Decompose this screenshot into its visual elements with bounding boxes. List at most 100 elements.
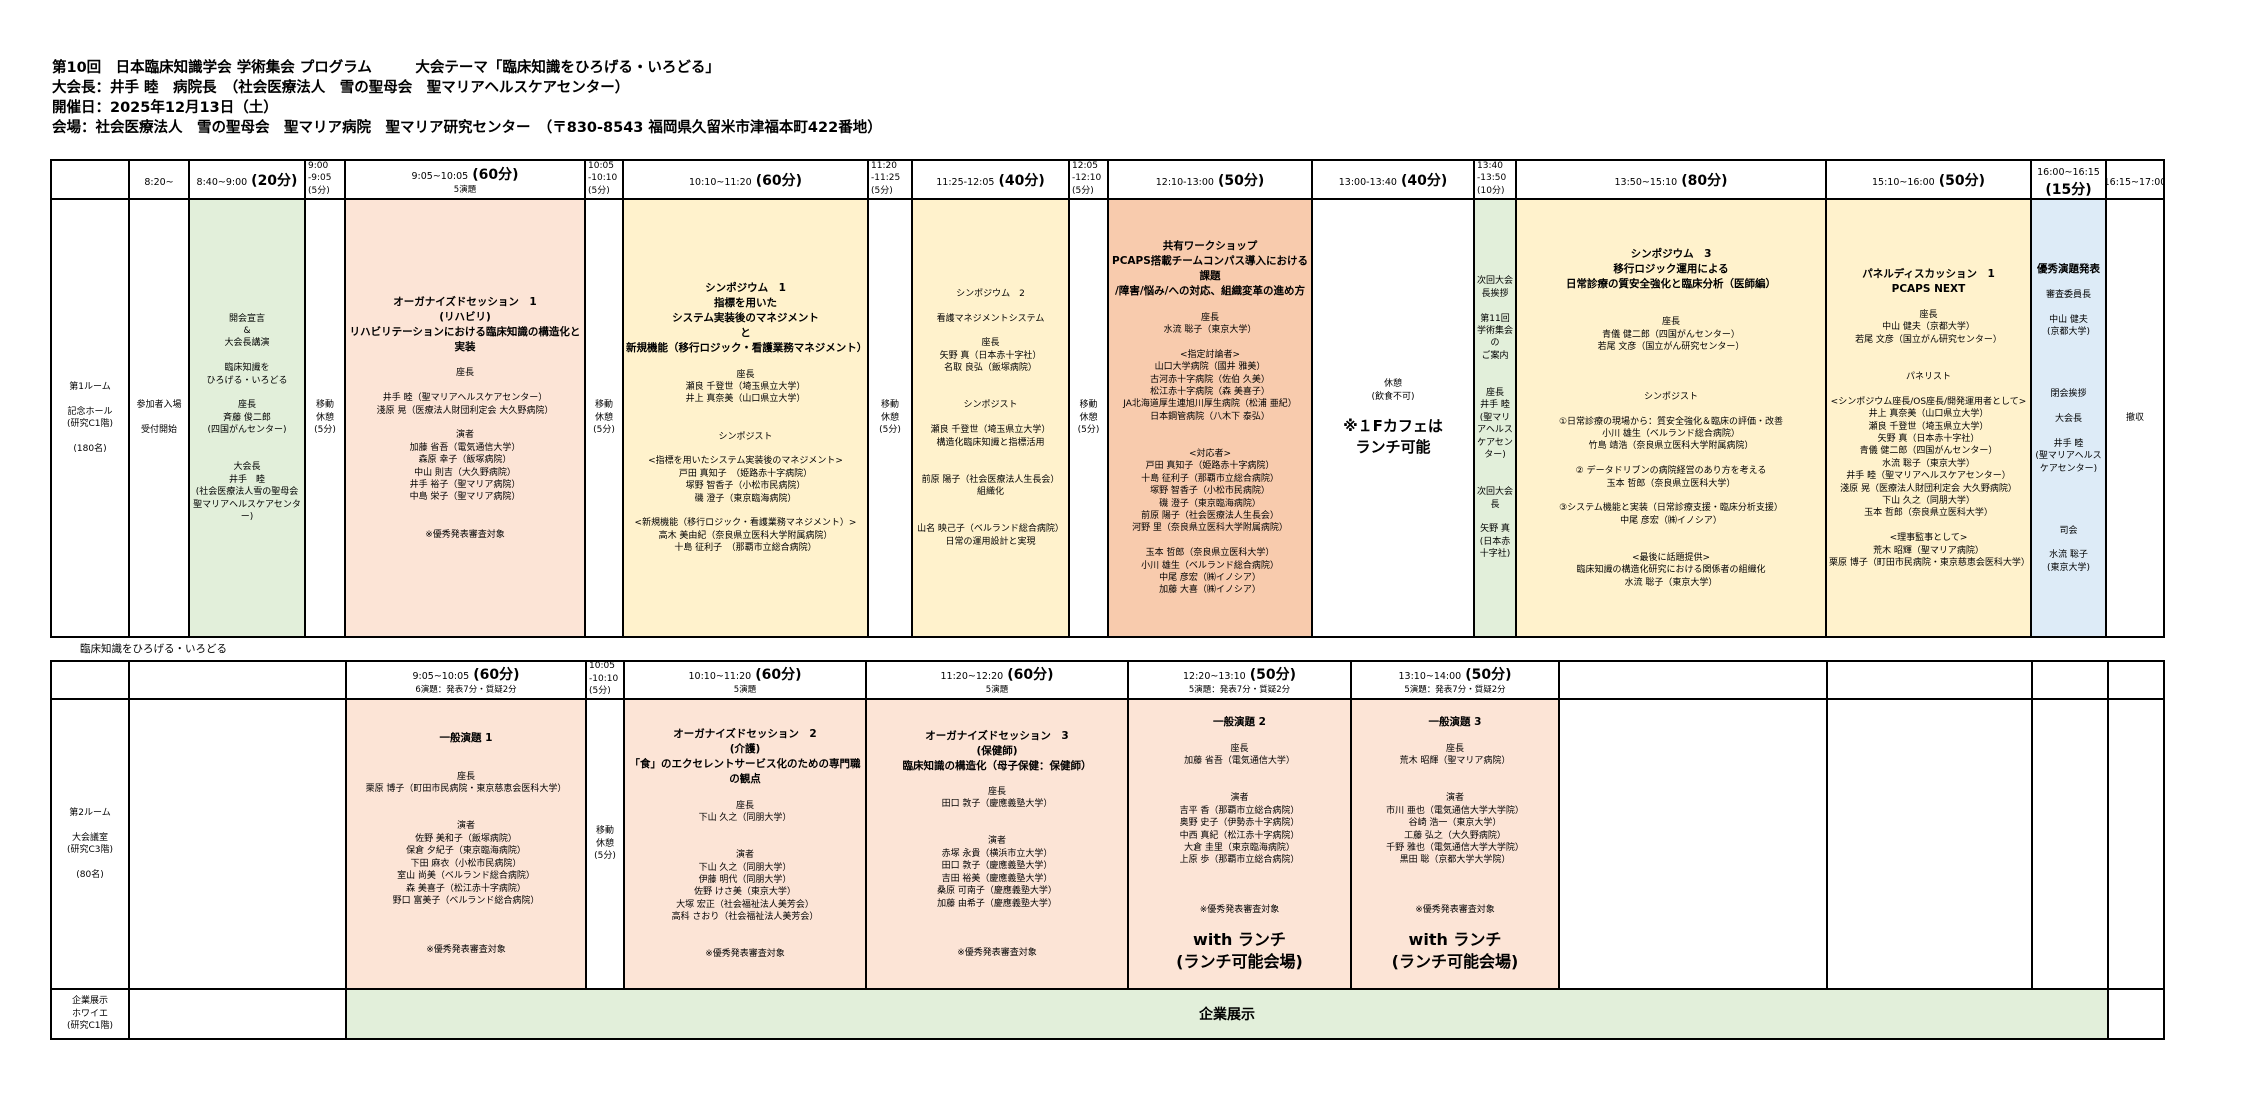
time-slot-header: [1826, 660, 2033, 700]
session-text: 座長: [981, 338, 1000, 349]
session-text: 休憩: [1383, 379, 1402, 390]
session-text: 第1ルーム: [69, 381, 111, 392]
session-text: 休憩: [595, 838, 614, 849]
session-text: 上原 歩（那覇市立総合病院）: [1179, 855, 1300, 866]
session-text: ③システム機能と実装（日常診療支援・臨床分析支援）: [1559, 503, 1783, 514]
session-text: 森原 幸子（飯塚病院）: [418, 455, 512, 466]
session-text: <対応者>: [1188, 448, 1232, 459]
session-text: 組織化: [976, 487, 1004, 498]
duration: (60分): [472, 166, 519, 183]
session-text: 座長: [455, 368, 474, 379]
session-text: 座長: [237, 400, 256, 411]
session-text: 斉藤 俊二郎: [223, 412, 271, 423]
time-slot-header: 10:10~11:20(60分)5演題: [623, 660, 867, 700]
session-text: 演者: [456, 821, 475, 832]
session-text: 休憩: [594, 412, 613, 423]
session-text: ※優秀発表審査対象: [705, 949, 785, 960]
duration: (50分): [1217, 172, 1265, 189]
session-text: 田口 敦子（慶應義塾大学）: [941, 861, 1053, 872]
session-text: 司会: [2059, 525, 2078, 536]
session-text: 赤塚 永貴（横浜市立大学）: [941, 848, 1053, 859]
session-text: <指定討論者>: [1179, 349, 1241, 360]
teardown-cell: 撤収: [2105, 198, 2165, 638]
time-slot-row: 16:00~16:15: [2037, 161, 2100, 179]
session-heading: オーガナイズドセッション 1: [393, 295, 537, 308]
session-text: 栗原 博子（町田市民病院・東京慈恵会医科大学）: [365, 784, 567, 795]
session-text: ② データドリブンの病院経営のあり方を考える: [1575, 466, 1767, 477]
duration-row: (15分): [2045, 179, 2091, 198]
time-slot-text: 10:05: [589, 661, 615, 672]
empty-cell: [2031, 698, 2109, 990]
time-slot-header: [2031, 660, 2109, 700]
date-line: 開催日：2025年12月13日（土）: [52, 100, 278, 116]
session-text: 工藤 弘之（大久野病院）: [1404, 830, 1506, 841]
session-text: 臨床知識の構造化研究における関係者の組織化: [1576, 565, 1766, 576]
session-text: 休憩: [1079, 412, 1098, 423]
duration: (60分): [473, 667, 520, 683]
session-text: 瀬良 千登世（埼玉県立大学）: [1868, 421, 1989, 432]
session-text: 市川 亜也（電気通信大学大学院）: [1386, 805, 1524, 816]
duration: (80分): [1681, 172, 1728, 189]
empty-cell: [1558, 698, 1828, 990]
session-text: 玉本 哲郎（奈良県立医科大学）: [1145, 548, 1275, 559]
time-slot-text: (10分): [1477, 185, 1505, 196]
session-text: 移動: [594, 400, 613, 411]
session-text: シンポジウム 2: [956, 288, 1025, 299]
session-text: 水流 聡子（東京大学）: [1163, 324, 1257, 335]
session-text: 荒木 昭輝（聖マリア病院）: [1399, 756, 1511, 767]
session-text: 構造化臨床知識と指標活用: [936, 437, 1045, 448]
session-text: 矢野 真: [1480, 524, 1510, 535]
time-slot-text: -13:50: [1477, 173, 1507, 184]
time-slot-header: 13:00-13:40(40分): [1311, 159, 1475, 200]
session-heading: リハビリテーションにおける臨床知識の構造化と実装: [349, 325, 581, 353]
session-text: (聖マリアヘルスケアセンター): [2035, 451, 2102, 474]
session-text: 中尾 彦宏（㈱イノシア）: [1620, 515, 1722, 526]
session-text: 青儀 健二郎（四国がんセンター）: [1602, 329, 1740, 340]
session-text: 下山 久之（同朋大学）: [698, 812, 792, 823]
session-text: 吉平 香（那覇市立総合病院）: [1179, 805, 1300, 816]
session-text: 移動: [1079, 400, 1098, 411]
time-slot-text: -10:10: [588, 173, 618, 184]
time-slot-row: 15:10~16:00(50分): [1872, 170, 1985, 190]
session-text: 企業展示: [71, 996, 108, 1007]
room-theme-label: 臨床知識をひろげる・いろどる: [80, 643, 227, 655]
session-heading: 一般演題 1: [439, 732, 493, 745]
session-text: 戸田 真知子 （姫路赤十字病院）: [678, 468, 813, 479]
session-heading: 優秀演題発表: [2037, 262, 2100, 275]
session-text: 奥野 史子（伊勢赤十字病院）: [1179, 818, 1300, 829]
time-slot-header: 16:15~17:00: [2105, 159, 2165, 200]
program-header: 第10回 日本臨床知識学会 学術集会 プログラム 大会テーマ「臨床知識をひろげる…: [52, 58, 882, 138]
time-slot-row: 12:20~13:10(50分): [1183, 664, 1296, 684]
session-text: 伊藤 明代（同朋大学）: [698, 874, 792, 885]
session-text: 玉本 哲郎（奈良県立医科大学）: [1864, 508, 1993, 519]
session-heading: オーガナイズドセッション 2: [673, 728, 817, 741]
session-text: 前原 陽子（社会医療法人生長会）: [921, 474, 1060, 485]
session-text: (研究C1階): [66, 1021, 114, 1032]
duration: (40分): [998, 172, 1045, 189]
duration: (60分): [755, 667, 802, 683]
session-text: 井手 睦（聖マリアヘルスケアセンター）: [382, 393, 548, 404]
session-heading: と: [740, 327, 751, 340]
opening-ceremony: 開会宣言&大会長講演臨床知識をひろげる・いろどる座長斉藤 俊二郎(四国がんセンタ…: [188, 198, 306, 638]
empty-cell: [2107, 698, 2165, 990]
session-text: 水流 聡子（東京大学）: [1882, 458, 1975, 469]
session-text: 中尾 彦宏（㈱イノシア）: [1159, 573, 1261, 584]
session-text: パネリスト: [1905, 371, 1951, 382]
session-heading: 共有ワークショップ: [1162, 240, 1258, 253]
session-text: 日本鋼管病院（八木下 泰弘）: [1150, 411, 1270, 422]
session-text: (日本赤十字社): [1479, 536, 1511, 560]
session-heading: 移行ロジック運用による: [1613, 262, 1729, 275]
session-text: 高科 さおり（社会福祉法人美芳会）: [671, 912, 819, 923]
session-text: 演者: [455, 430, 474, 441]
session-text: 塚野 智香子（小松市民病院）: [685, 481, 806, 492]
session-text: 下山 久之（同朋大学）: [1882, 496, 1975, 506]
session-text: 閉会挨拶: [2050, 389, 2087, 400]
room-1-label: 第1ルーム記念ホール(研究C1階)(180名): [50, 198, 130, 638]
time-slot-header: 12:05-12:10(5分): [1068, 159, 1109, 200]
session-text: 中山 則吉（大久野病院）: [414, 467, 516, 478]
